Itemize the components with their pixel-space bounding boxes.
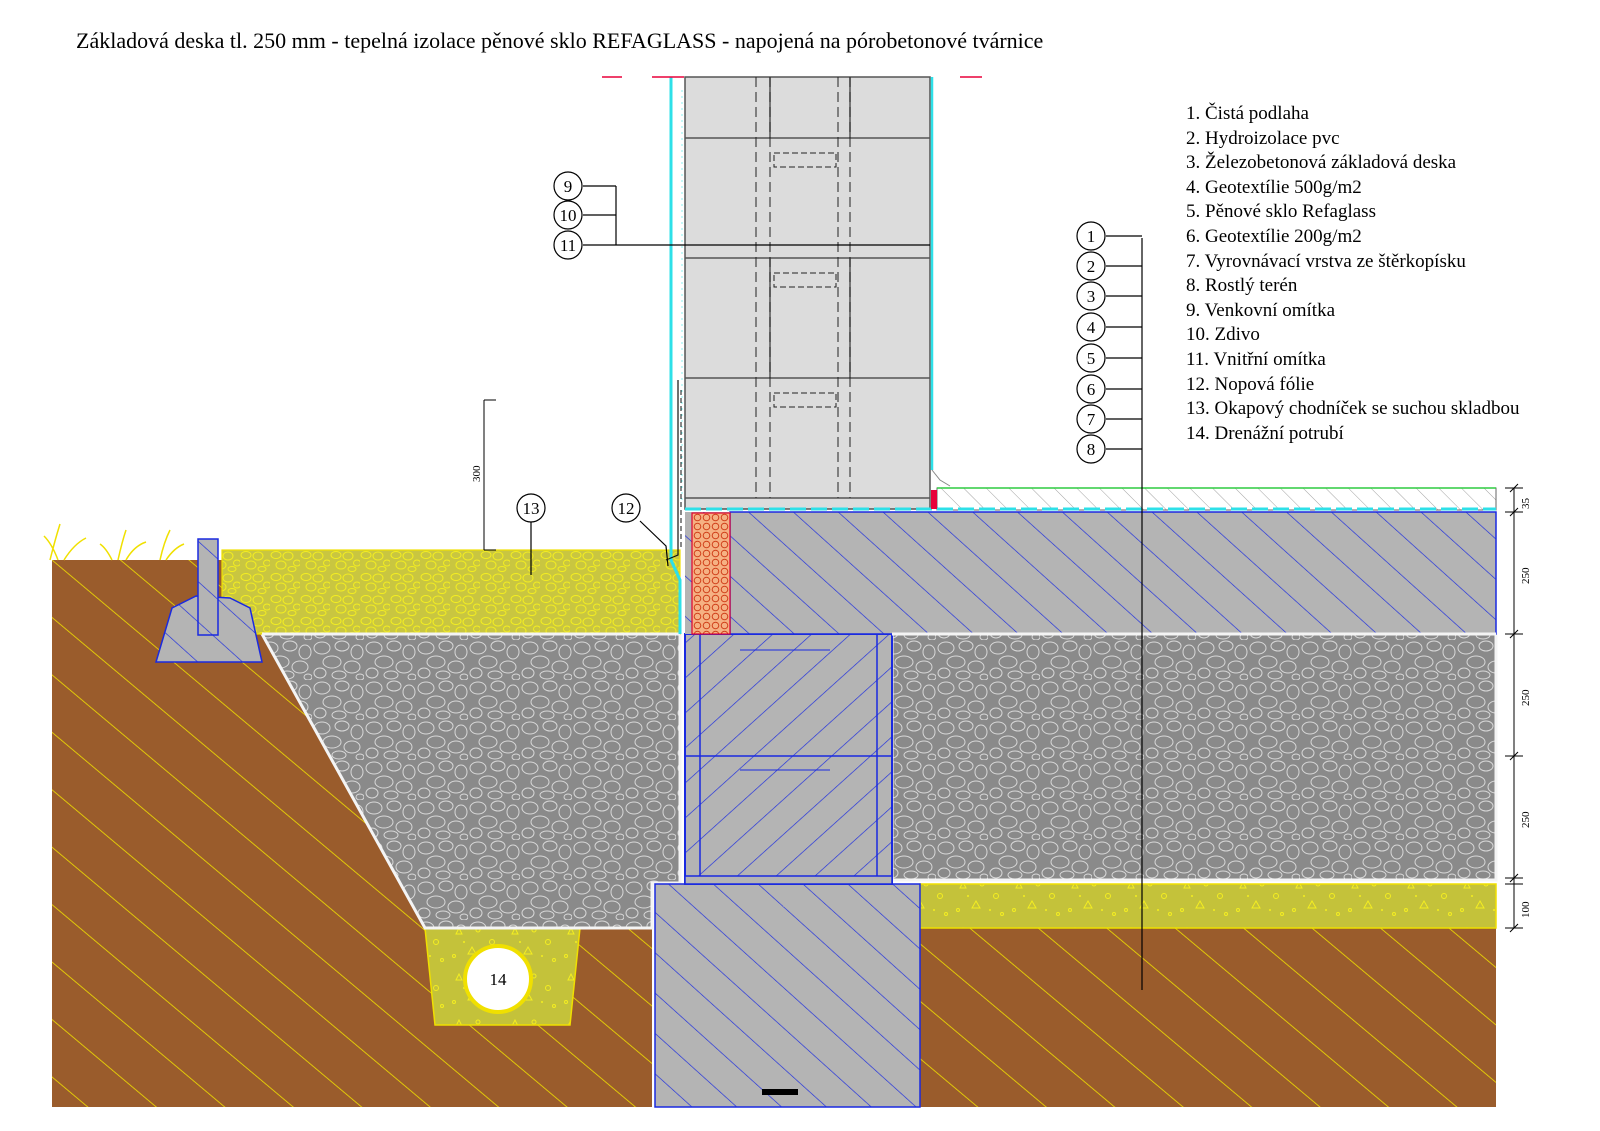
concrete-slab bbox=[685, 511, 1497, 635]
tag-10: 10 bbox=[560, 206, 577, 225]
legend-item: 4. Geotextílie 500g/m2 bbox=[1186, 176, 1362, 198]
tag-6: 6 bbox=[1087, 380, 1096, 399]
exterior-plaster bbox=[669, 77, 683, 634]
tag-7: 7 bbox=[1087, 410, 1096, 429]
tag-1: 1 bbox=[1087, 227, 1096, 246]
tag-5: 5 bbox=[1087, 349, 1096, 368]
legend-item: 14. Drenážní potrubí bbox=[1186, 422, 1344, 444]
tag-9: 9 bbox=[564, 177, 573, 196]
tags-9-11 bbox=[553, 171, 583, 260]
masonry-wall bbox=[684, 76, 931, 510]
drainage-pipe bbox=[463, 944, 533, 1014]
dimension-glass-upper: 250 bbox=[1520, 689, 1532, 706]
tag-2: 2 bbox=[1087, 257, 1096, 276]
leader-lines-1-8 bbox=[1106, 235, 1143, 990]
dimension-slab: 250 bbox=[1520, 567, 1532, 584]
legend-item: 11. Vnitřní omítka bbox=[1186, 348, 1326, 370]
legend-item: 10. Zdivo bbox=[1186, 324, 1260, 346]
perimeter-insulation bbox=[691, 512, 731, 635]
drawing-title: Základová deska tl. 250 mm - tepelná izo… bbox=[76, 28, 1044, 53]
legend-item: 8. Rostlý terén bbox=[1186, 275, 1298, 297]
floor-build-up bbox=[685, 469, 1497, 511]
concrete-footing bbox=[654, 883, 921, 1108]
tag-14: 14 bbox=[490, 970, 508, 989]
dimension-chain bbox=[1505, 483, 1523, 933]
dimension-glass-lower: 250 bbox=[1520, 811, 1532, 828]
tag-4: 4 bbox=[1087, 318, 1096, 337]
tag-3: 3 bbox=[1087, 287, 1096, 306]
tag-12: 12 bbox=[618, 499, 635, 518]
dimension-pavement: 300 bbox=[471, 465, 483, 482]
legend-list: 1. Čistá podlaha 2. Hydroizolace pvc 3. … bbox=[1186, 102, 1520, 446]
gravel-levelling-layer bbox=[919, 883, 1497, 929]
legend-item: 7. Vyrovnávací vrstva ze štěrkopísku bbox=[1186, 250, 1466, 272]
legend-item: 5. Pěnové sklo Refaglass bbox=[1186, 201, 1376, 223]
legend-item: 13. Okapový chodníček se suchou skladbou bbox=[1186, 398, 1520, 420]
foundation-wall bbox=[684, 633, 893, 885]
dimension-gravel: 100 bbox=[1520, 901, 1532, 918]
pavement-height-dimension bbox=[483, 399, 496, 551]
grass-tufts bbox=[43, 523, 185, 561]
tags-1-8 bbox=[1076, 221, 1106, 464]
legend-item: 1. Čistá podlaha bbox=[1186, 103, 1309, 124]
tag-13-marker bbox=[516, 493, 546, 575]
tag-12-marker bbox=[611, 493, 669, 567]
tag-13: 13 bbox=[523, 499, 540, 518]
legend-item: 9. Venkovní omítka bbox=[1186, 299, 1336, 321]
legend-item: 2. Hydroizolace pvc bbox=[1186, 127, 1340, 149]
tag-11: 11 bbox=[560, 236, 576, 255]
drip-pavement bbox=[154, 538, 681, 663]
dimension-floor: 35 bbox=[1520, 498, 1532, 510]
leader-lines-9-11 bbox=[583, 185, 930, 246]
legend-item: 6. Geotextílie 200g/m2 bbox=[1186, 225, 1362, 247]
foam-glass-right bbox=[890, 632, 1498, 882]
dimple-membrane bbox=[665, 380, 682, 561]
legend-item: 3. Železobetonová základová deska bbox=[1186, 152, 1457, 174]
legend-item: 12. Nopová fólie bbox=[1186, 373, 1315, 395]
tag-8: 8 bbox=[1087, 440, 1096, 459]
